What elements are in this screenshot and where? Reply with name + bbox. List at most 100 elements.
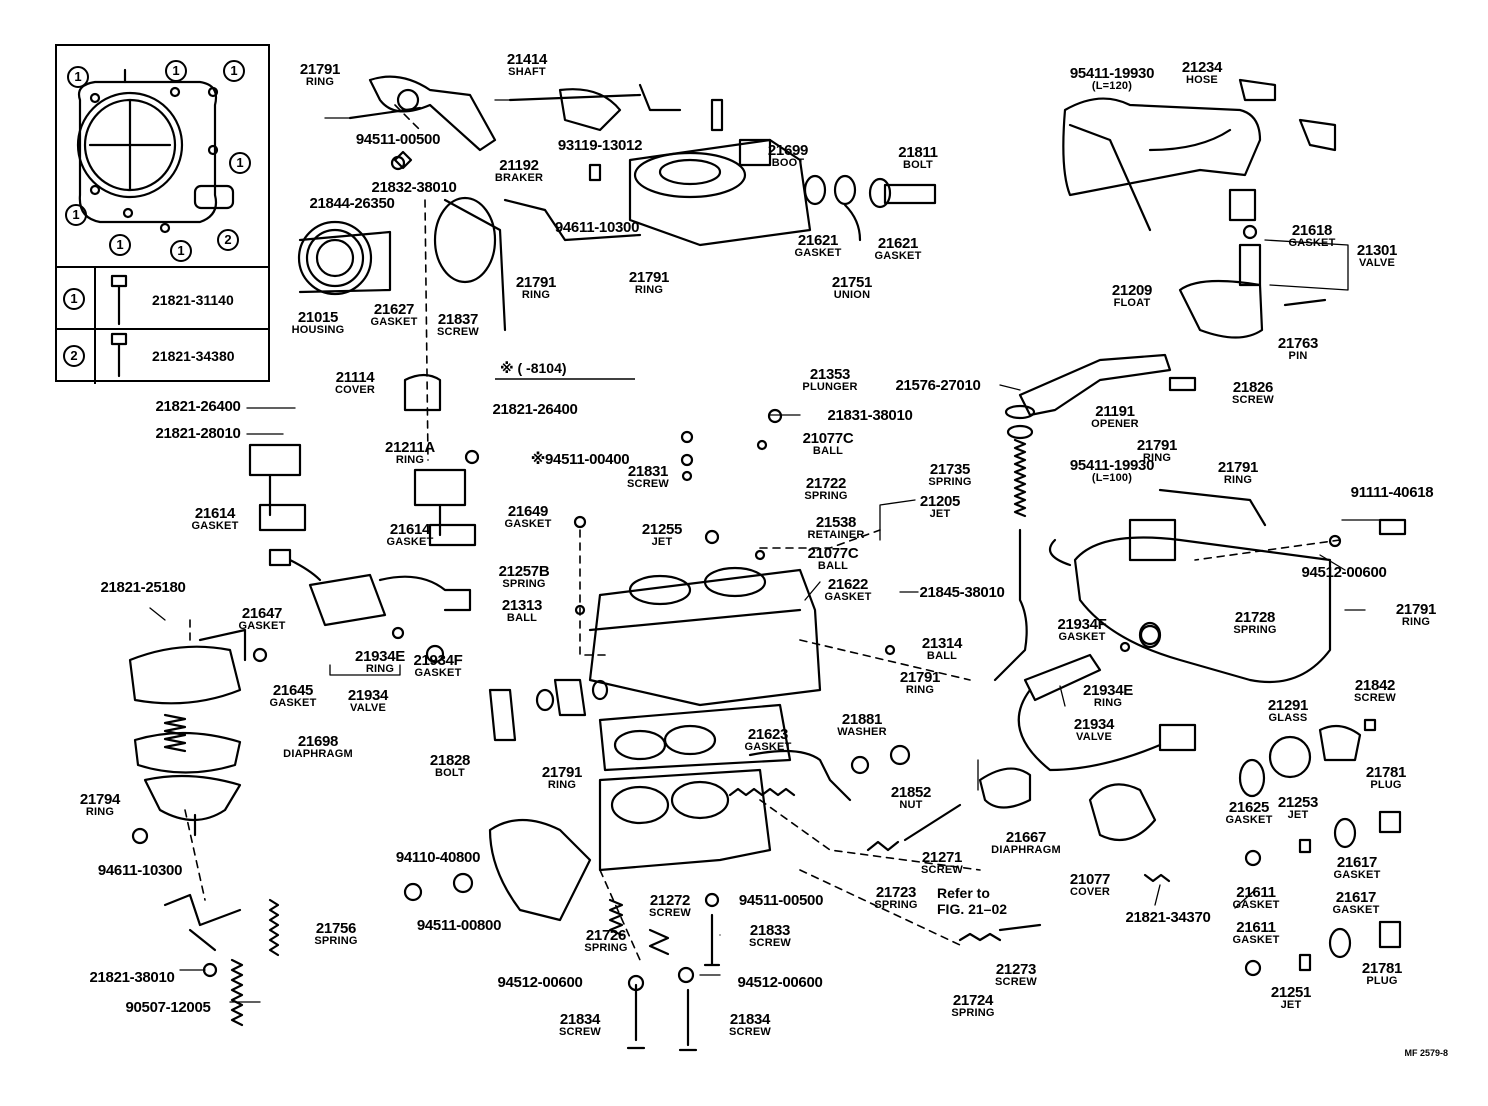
part-name: PLUG: [1370, 779, 1402, 791]
part-number: 95411-19930: [1069, 457, 1155, 474]
part-number: 21538: [815, 514, 857, 531]
part-name: RING: [1093, 697, 1123, 709]
marker-1: 1: [229, 152, 251, 174]
part-number: 21649: [507, 503, 549, 520]
part-number: 21821-38010: [89, 969, 175, 986]
part-callout-94511-00500: 94511-00500: [738, 892, 824, 909]
part-name: VALVE: [1358, 257, 1396, 269]
part-name: VALVE: [349, 702, 387, 714]
part-name: GASKET: [1058, 631, 1106, 643]
rod-spring-art: [993, 404, 1036, 682]
part-number: 21842: [1354, 677, 1396, 694]
part-name: RING: [547, 779, 577, 791]
part-name: GASKET: [269, 697, 317, 709]
part-callout-94511-00500: 94511-00500: [356, 132, 441, 147]
part-number: 94611-10300: [554, 219, 640, 236]
part-number: 21831-38010: [827, 407, 913, 424]
part-name: DIAPHRAGM: [991, 844, 1061, 856]
drawing-code: MF 2579-8: [1404, 1048, 1448, 1058]
shaft-lever-art: [508, 83, 724, 182]
part-number: 21811: [898, 144, 938, 161]
part-name: GASKET: [824, 591, 872, 603]
part-number: 21077: [1069, 871, 1111, 888]
part-callout-21821-26400: 21821-26400: [155, 399, 240, 414]
part-number: 21191: [1095, 403, 1135, 420]
part-number: 21667: [1005, 829, 1047, 846]
figure-reference: Refer to FIG. 21–02: [937, 885, 1007, 917]
part-number: 21313: [501, 597, 543, 614]
part-callout-21821-25180: 21821-25180: [100, 580, 185, 595]
part-name: BOLT: [435, 767, 465, 779]
solenoid-valve-art: [1017, 653, 1197, 772]
part-number: 94512-00600: [737, 974, 823, 991]
part-number: 21831: [627, 463, 669, 480]
part-name: OPENER: [1091, 418, 1139, 430]
marker-2: 2: [217, 229, 239, 251]
part-number: 21699: [767, 142, 809, 159]
part-number: 21834: [559, 1011, 601, 1028]
part-name: RING: [85, 806, 115, 818]
part-callout-21832-38010: 21832-38010: [371, 180, 456, 195]
throttle-body-art: [488, 703, 796, 922]
right-small-parts-art: [1088, 718, 1402, 977]
part-number: 21735: [929, 461, 971, 478]
part-callout-95411-19930: 95411-19930(L=100): [1069, 457, 1155, 484]
part-number: 94511-00500: [738, 892, 824, 909]
part-callout-95411-19930: 95411-19930(L=120): [1070, 66, 1155, 92]
part-number: 21845-38010: [919, 584, 1005, 601]
choke-diaphragm-art: [128, 628, 280, 1027]
part-callout-94512-00600: 94512-00600: [1301, 565, 1386, 580]
part-number: 21205: [919, 493, 961, 510]
note-underline: [495, 378, 635, 380]
part-number: 94511-00800: [416, 917, 502, 934]
float-hose-art: [1062, 78, 1337, 339]
part-name: RING: [905, 684, 935, 696]
part-callout-21576-27010: 21576-27010: [895, 378, 980, 393]
part-number: 21763: [1277, 335, 1319, 352]
part-number: 21255: [641, 521, 683, 538]
part-number: 21934: [347, 687, 389, 704]
part-name: RETAINER: [807, 529, 865, 541]
part-name: (L=100): [1091, 472, 1133, 484]
part-name: GASKET: [1232, 934, 1280, 946]
part-number: 21647: [241, 605, 283, 622]
part-callout-94511-00400: ※94511-00400: [531, 452, 630, 467]
air-horn-art: [503, 138, 937, 247]
marker-1: 1: [109, 234, 131, 256]
legend-part-no: 21821-31140: [152, 292, 234, 308]
legend-row-1: 1 21821-31140: [57, 266, 268, 330]
part-number: 21614: [194, 505, 236, 522]
part-number: 21791: [299, 61, 341, 78]
part-number: 21273: [995, 961, 1037, 978]
part-name: NUT: [899, 799, 923, 811]
part-number: 21698: [297, 733, 339, 750]
part-name: SPRING: [314, 935, 358, 947]
part-callout-21821-26400: 21821-26400: [492, 402, 577, 417]
